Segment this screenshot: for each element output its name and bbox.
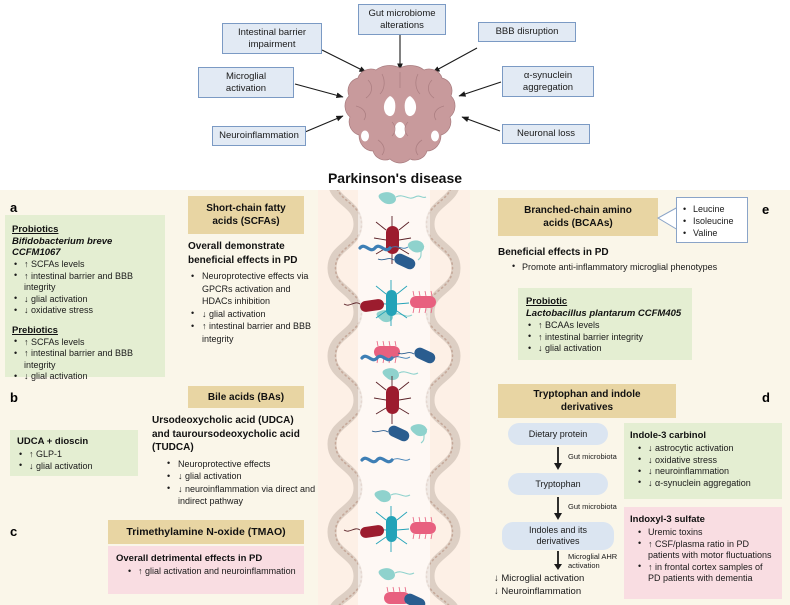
pd-overview-section: Gut microbiome alterations Intestinal ba…	[0, 0, 790, 190]
list-item: ↓ oxidative stress	[636, 454, 776, 467]
udca-dioscin-title: UDCA + dioscin	[17, 436, 89, 447]
list-item: ↑ CSF/plasma ratio in PD patients with m…	[636, 538, 776, 562]
callout-tail	[656, 206, 679, 231]
list-item: Neuroprotective effects	[164, 457, 316, 471]
flow-arrow-2	[554, 497, 562, 520]
flow-outcome-microglial: ↓ Microglial activation	[494, 573, 585, 584]
list-item: ↓ glial activation	[17, 460, 131, 473]
tmao-list: ↑ glial activation and neuroinflammation	[126, 566, 296, 578]
udca-dioscin-box: UDCA + dioscin ↑ GLP-1 ↓ glial activatio…	[10, 430, 138, 476]
header-bile-acids: Bile acids (BAs)	[188, 386, 304, 408]
flow-arrow-label-1: Gut microbiota	[568, 452, 617, 461]
list-item: ↑ intestinal barrier and BBB integrity	[12, 270, 158, 294]
list-item: ↓ glial activation	[12, 371, 158, 383]
prebiotics-heading: Prebiotics	[12, 324, 58, 336]
factor-box-bbb-disruption[interactable]: BBB disruption	[478, 22, 576, 42]
list-item: ↑ intestinal barrier integrity	[526, 331, 684, 344]
list-item: ↓ astrocytic activation	[636, 443, 776, 455]
bile-acids-body-title: Ursodeoxycholic acid (UDCA) and taurours…	[152, 415, 300, 453]
probiotics-effects-list: ↑ SCFAs levels ↑ intestinal barrier and …	[12, 259, 158, 317]
section-letter-b: b	[10, 390, 18, 405]
flow-outcome-neuroinflammation: ↓ Neuroinflammation	[494, 586, 582, 597]
list-item: ↓ neuroinflammation	[636, 466, 776, 478]
indole-3-carbinol-title: Indole-3 carbinol	[630, 430, 707, 441]
list-item: ↑ glial activation and neuroinflammation	[126, 566, 296, 578]
list-item: ↓ glial activation	[526, 343, 684, 355]
header-scfas: Short-chain fatty acids (SCFAs)	[188, 196, 304, 234]
brain-coronal-icon	[338, 62, 462, 166]
indoxyl-3-sulfate-box: Indoxyl-3 sulfate Uremic toxins ↑ CSF/pl…	[624, 507, 782, 599]
flow-node-tryptophan: Tryptophan	[508, 473, 608, 495]
factor-box-neuroinflammation[interactable]: Neuroinflammation	[212, 126, 306, 146]
indole-3-carbinol-box: Indole-3 carbinol ↓ astrocytic activatio…	[624, 423, 782, 499]
factor-box-gut-microbiome[interactable]: Gut microbiome alterations	[358, 4, 446, 35]
factor-box-alpha-synuclein[interactable]: α-synuclein aggregation	[502, 66, 594, 97]
list-item: Valine	[681, 227, 743, 239]
flow-node-indoles: Indoles and its derivatives	[502, 522, 614, 550]
flow-arrow-label-2: Gut microbiota	[568, 502, 617, 511]
bcaa-probiotic-species: Lactobacillus plantarum CCFM405	[526, 308, 682, 319]
scfas-body: Overall demonstrate beneficial effects i…	[188, 240, 316, 370]
list-item: ↑ intestinal barrier and BBB integrity	[188, 320, 316, 345]
page-title: Parkinson's disease	[327, 170, 463, 186]
list-item: Promote anti-inflammatory microglial phe…	[510, 261, 778, 274]
indole-3-carbinol-list: ↓ astrocytic activation ↓ oxidative stre…	[636, 443, 776, 489]
factor-box-neuronal-loss[interactable]: Neuronal loss	[502, 124, 590, 144]
bile-acids-body-list: Neuroprotective effects ↓ glial activati…	[164, 457, 316, 508]
list-item: ↑ BCAAs levels	[526, 320, 684, 332]
section-letter-a: a	[10, 200, 18, 215]
list-item: ↓ glial activation	[12, 293, 158, 306]
bile-acids-body: Ursodeoxycholic acid (UDCA) and taurours…	[152, 414, 316, 510]
list-item: ↑ GLP-1	[17, 449, 131, 461]
bcaa-probiotic-box: Probiotic Lactobacillus plantarum CCFM40…	[518, 288, 692, 360]
scfas-probiotics-box: Probiotics Bifidobacterium breve CCFM106…	[5, 215, 165, 382]
probiotics-heading: Probiotics	[12, 224, 59, 235]
bcaa-amino-acid-list: Leucine Isoleucine Valine	[677, 199, 747, 239]
prebiotics-effects-list: ↑ SCFAs levels ↑ intestinal barrier and …	[12, 336, 158, 383]
list-item: ↓ neuroinflammation via direct and indir…	[164, 482, 316, 508]
list-item: ↑ intestinal barrier and BBB integrity	[12, 348, 158, 371]
list-item: Isoleucine	[681, 215, 743, 227]
list-item: ↓ glial activation	[188, 307, 316, 321]
probiotics-species: Bifidobacterium breve CCFM1067	[12, 236, 113, 258]
factor-box-intestinal-barrier[interactable]: Intestinal barrier impairment	[222, 23, 322, 54]
header-tmao: Trimethylamine N-oxide (TMAO)	[108, 520, 304, 544]
udca-dioscin-list: ↑ GLP-1 ↓ glial activation	[17, 449, 131, 472]
section-letter-d: d	[762, 390, 770, 405]
bcaa-body-title: Beneficial effects in PD	[498, 247, 609, 258]
header-bcaas: Branched-chain amino acids (BCAAs)	[498, 198, 658, 236]
indoxyl-3-sulfate-list: Uremic toxins ↑ CSF/plasma ratio in PD p…	[636, 527, 776, 585]
section-letter-e: e	[762, 202, 770, 217]
list-item: ↓ glial activation	[164, 470, 316, 483]
indoxyl-3-sulfate-title: Indoxyl-3 sulfate	[630, 514, 705, 525]
factor-box-microglial-activation[interactable]: Microglial activation	[198, 67, 294, 98]
list-item: ↑ SCFAs levels	[12, 259, 158, 271]
list-item: ↑ in frontal cortex samples of PD patien…	[636, 561, 776, 585]
tmao-title: Overall detrimental effects in PD	[116, 553, 263, 564]
scfas-body-list: Neuroprotective effects via GPCRs activa…	[188, 270, 316, 345]
flow-node-dietary-protein: Dietary protein	[508, 423, 608, 445]
list-item: Leucine	[681, 203, 743, 215]
flow-arrow-3	[554, 551, 562, 570]
section-letter-c: c	[10, 524, 18, 539]
scfas-body-title: Overall demonstrate beneficial effects i…	[188, 241, 298, 266]
tmao-effects-box: Overall detrimental effects in PD ↑ glia…	[108, 546, 304, 594]
bcaa-probiotic-heading: Probiotic	[526, 296, 568, 307]
bcaa-body: Beneficial effects in PD Promote anti-in…	[498, 246, 778, 280]
bcaa-list-callout: Leucine Isoleucine Valine	[676, 197, 748, 243]
list-item: ↓ oxidative stress	[12, 305, 158, 317]
flow-arrow-label-3: Microglial AHR activation	[568, 552, 618, 570]
list-item: Uremic toxins	[636, 527, 776, 539]
bcaa-body-list: Promote anti-inflammatory microglial phe…	[510, 261, 778, 274]
intestinal-lumen-illustration	[318, 190, 470, 605]
header-tryptophan: Tryptophan and indole derivatives	[498, 384, 676, 418]
list-item: ↓ α-synuclein aggregation	[636, 477, 776, 490]
bcaa-probiotic-list: ↑ BCAAs levels ↑ intestinal barrier inte…	[526, 320, 684, 355]
list-item: ↑ SCFAs levels	[12, 336, 158, 349]
arrows-svg	[294, 32, 502, 133]
list-item: Neuroprotective effects via GPCRs activa…	[188, 270, 316, 308]
flow-arrow-1	[554, 447, 562, 470]
